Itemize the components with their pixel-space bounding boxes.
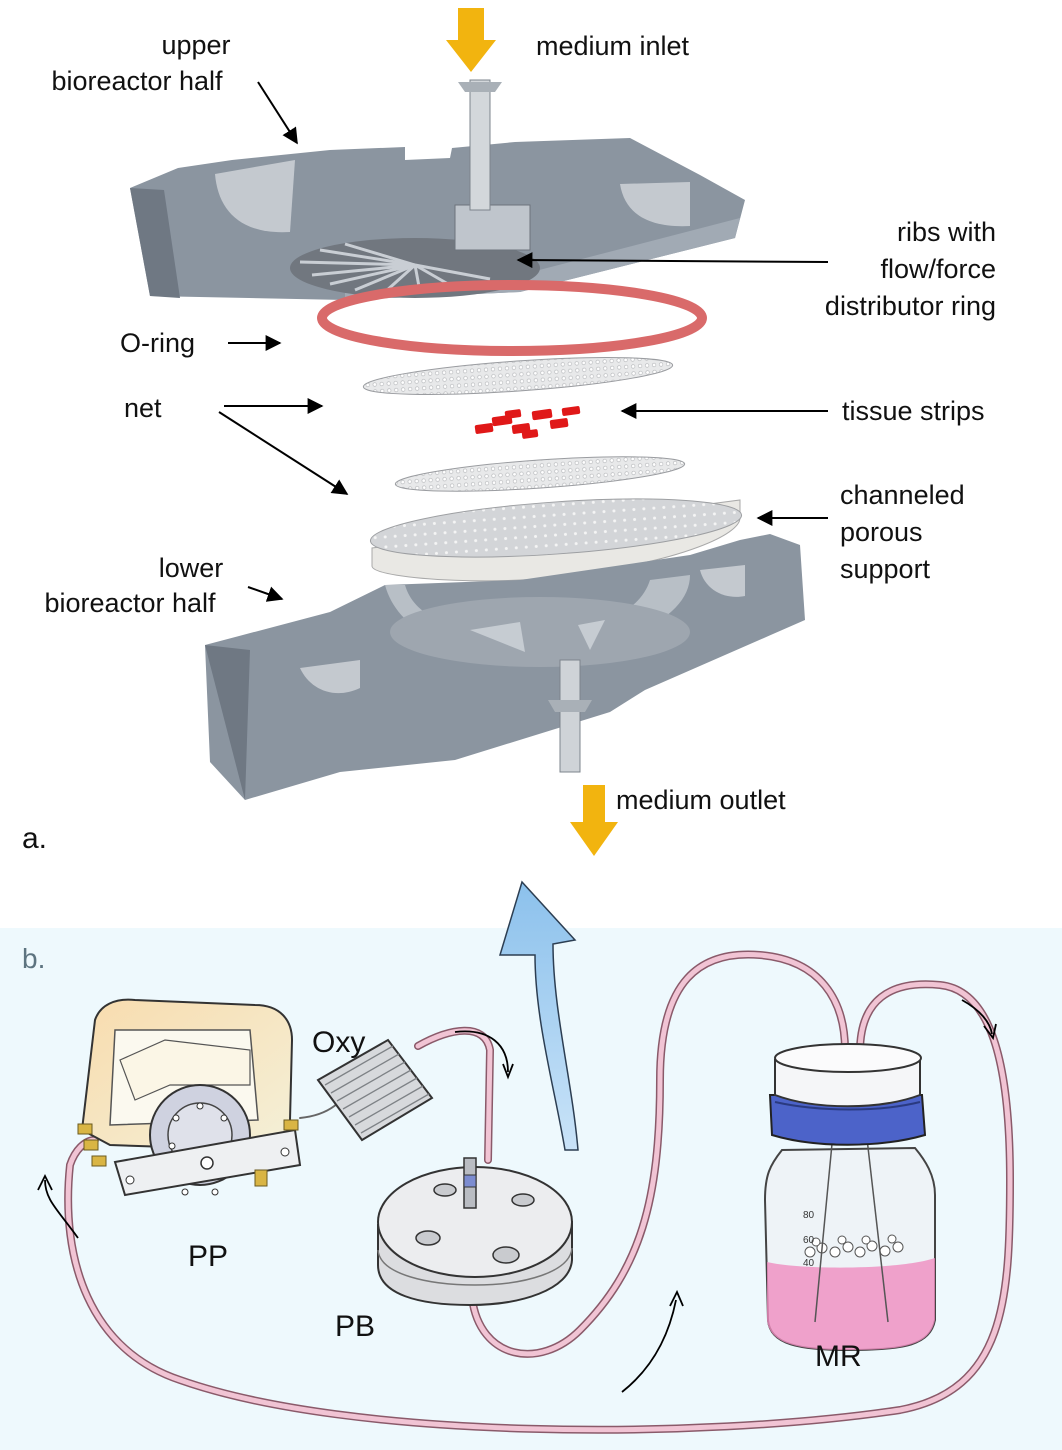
ribs-label-line1: ribs with <box>897 217 996 247</box>
porous-support-label-line3: support <box>840 554 931 584</box>
peristaltic-pump <box>77 998 302 1197</box>
ribs-label-line2: flow/force <box>880 254 996 284</box>
upper-bioreactor-half <box>130 79 745 300</box>
tissue-strips <box>474 406 581 439</box>
lower-half-label-line1: lower <box>159 553 224 583</box>
upper-net <box>362 357 674 395</box>
o-ring <box>317 280 707 356</box>
panel-a-letter: a. <box>22 822 47 855</box>
medium-outlet-label: medium outlet <box>616 785 786 815</box>
oxygenator <box>316 1038 434 1142</box>
upper-half-label-line2: bioreactor half <box>51 66 223 96</box>
lower-bioreactor-half <box>205 534 805 800</box>
pointer-lower-half <box>247 586 284 602</box>
medium-inlet-label: medium inlet <box>536 31 690 61</box>
bottle-mark-80: 80 <box>803 1210 815 1221</box>
mr-label: MR <box>815 1340 862 1373</box>
ribs-label-line3: distributor ring <box>825 291 996 321</box>
bottle-mark-60: 60 <box>803 1235 815 1246</box>
channeled-porous-support <box>369 498 743 582</box>
inlet-flow-arrow <box>446 8 496 72</box>
flow-direction-arrows <box>37 999 997 1393</box>
panel-b-letter: b. <box>22 943 45 974</box>
tubing <box>64 950 1015 1434</box>
bottle-mark-40: 40 <box>803 1258 815 1269</box>
pp-label: PP <box>188 1240 228 1273</box>
lower-half-label-line2: bioreactor half <box>44 588 216 618</box>
o-ring-label: O-ring <box>120 328 195 358</box>
outlet-flow-arrow <box>570 785 618 856</box>
net-label: net <box>124 393 162 423</box>
perfusion-bioreactor <box>377 1157 573 1307</box>
pb-label: PB <box>335 1310 375 1343</box>
pointer-ribs <box>516 252 829 269</box>
porous-support-label-line2: porous <box>840 517 923 547</box>
porous-support-label-line1: channeled <box>840 480 965 510</box>
lower-net <box>394 456 686 492</box>
upper-half-label-line1: upper <box>161 30 230 60</box>
connection-arrow <box>498 880 579 1151</box>
medium-reservoir-bottle: 80 60 40 <box>763 1043 936 1352</box>
oxy-label: Oxy <box>312 1026 365 1059</box>
pointer-net-lower <box>218 411 349 495</box>
tissue-strips-label: tissue strips <box>842 396 985 426</box>
pointer-upper-half <box>257 81 298 145</box>
